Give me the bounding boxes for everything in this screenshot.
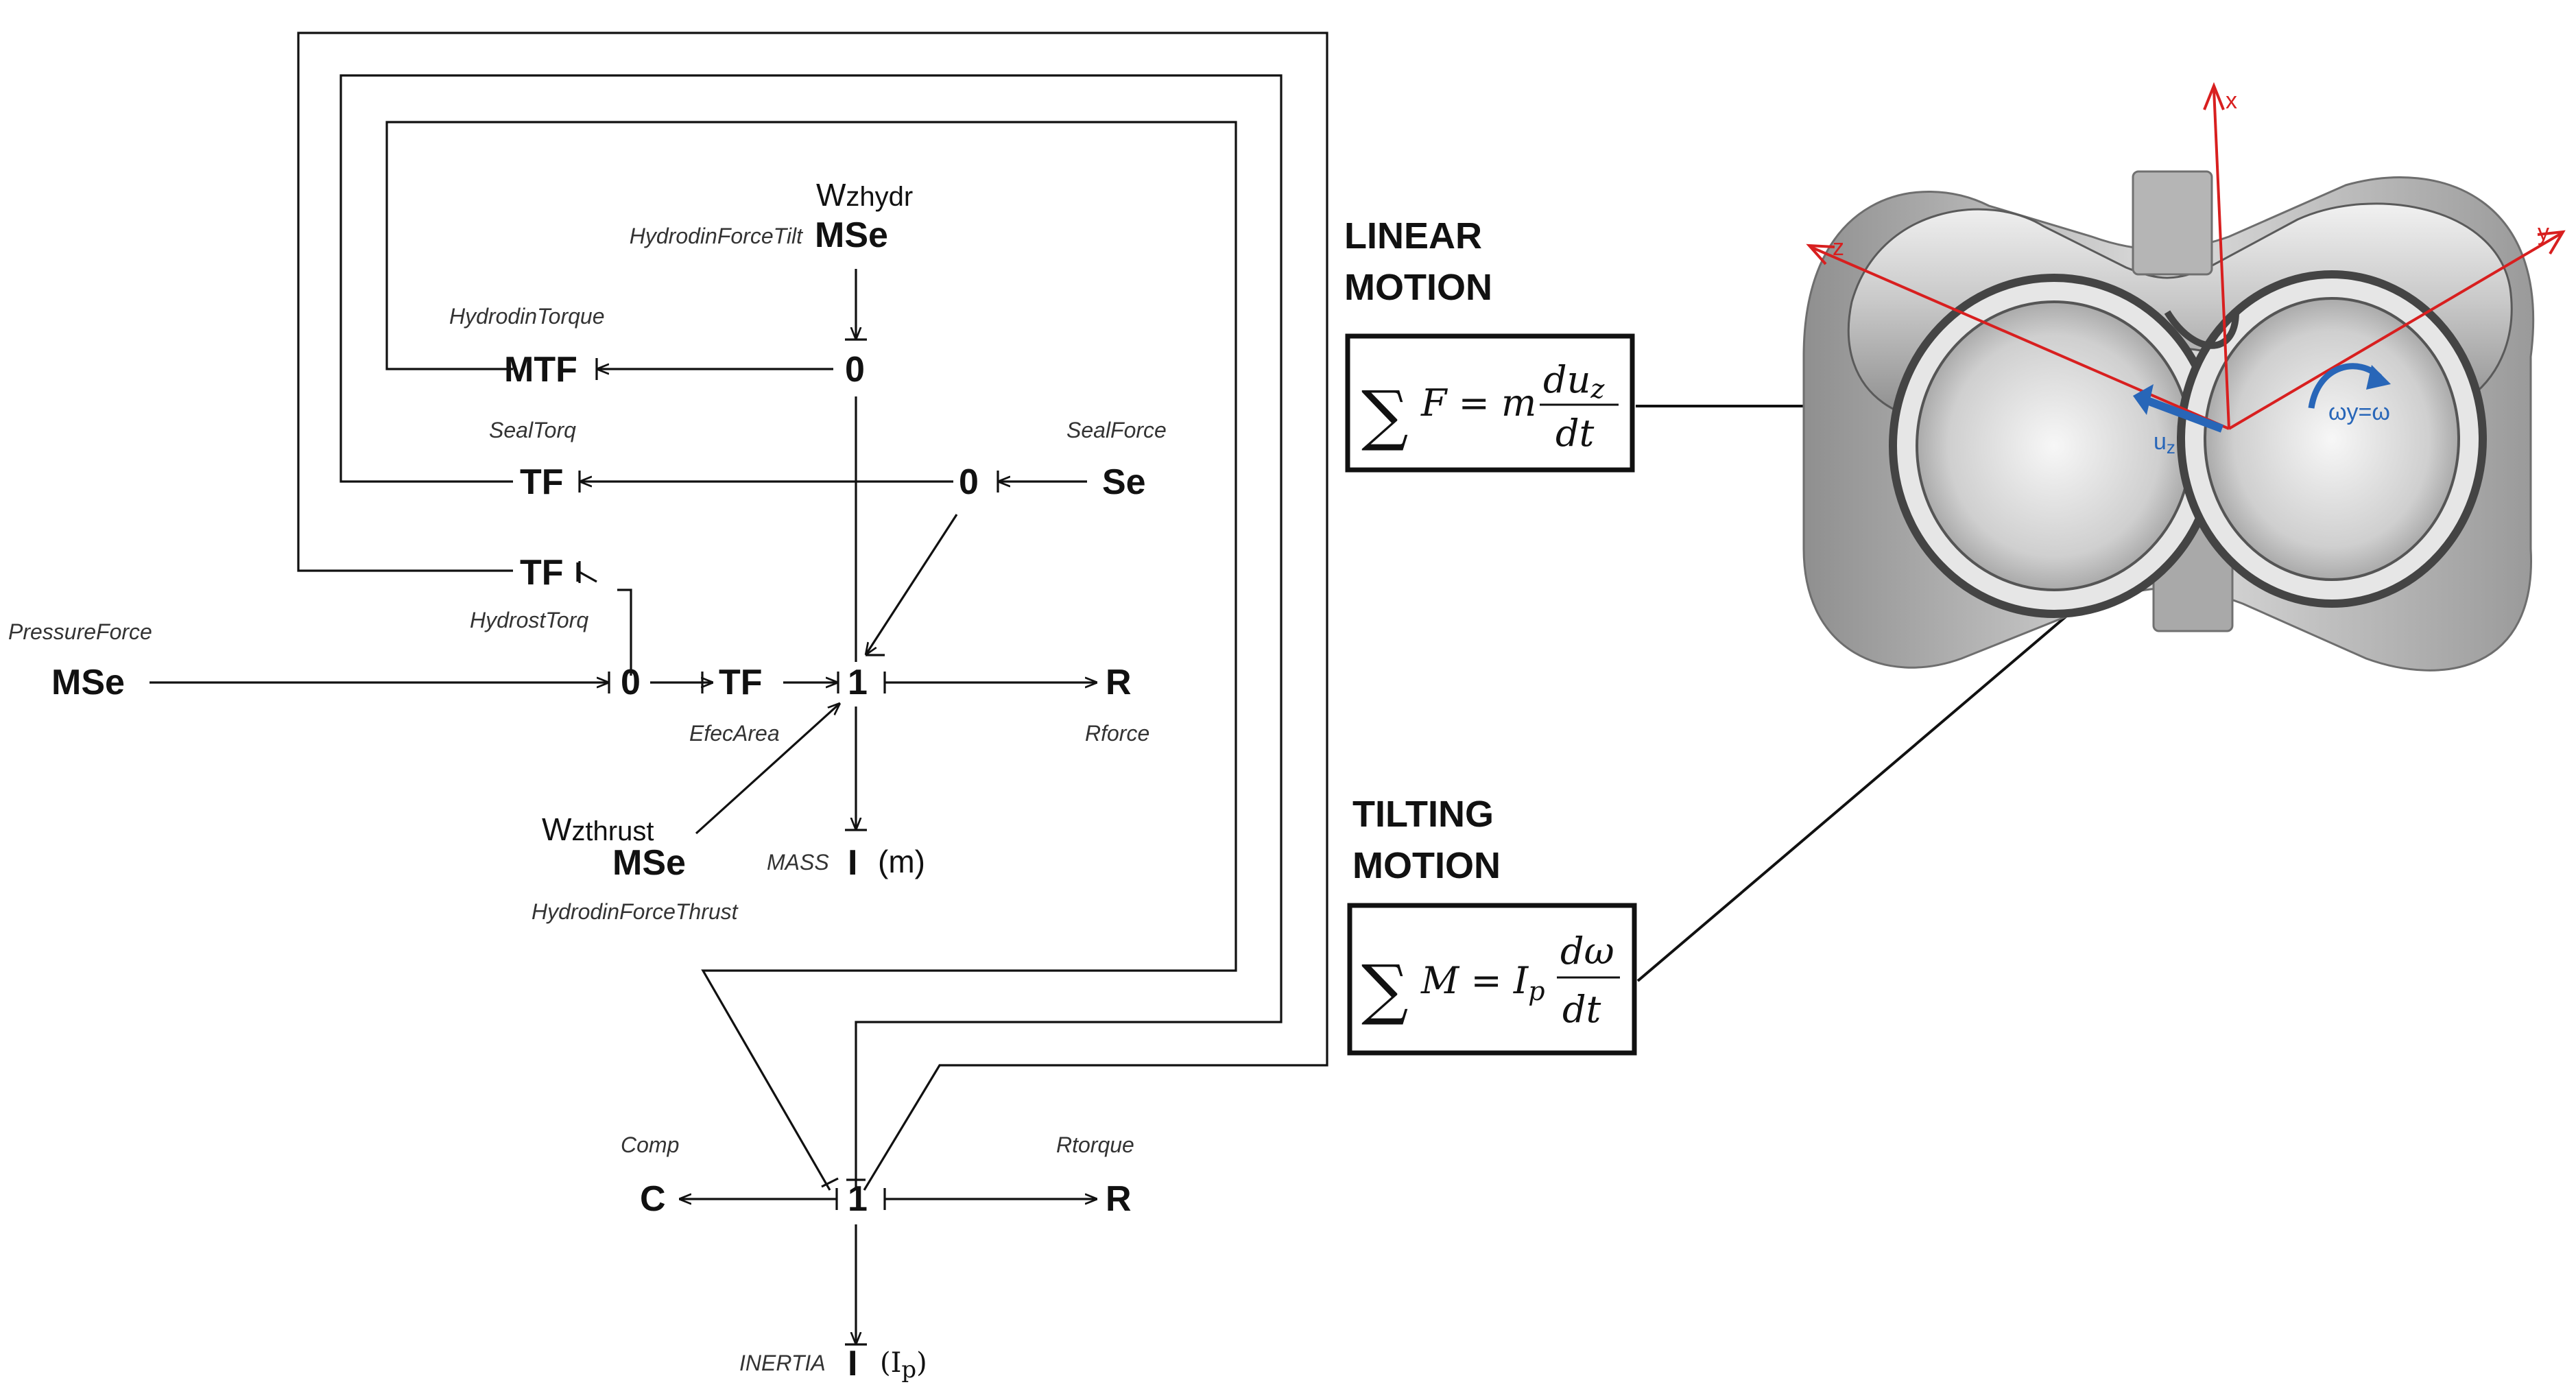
mass-label: MASS [767,850,829,875]
wzthrust-label: Wzthrust [542,811,654,847]
linear-numerator: duz [1543,358,1605,404]
tilting-lhs: M = Ip [1420,959,1545,1006]
inertia-label: INERTIA [739,1351,826,1375]
linear-denominator: dt [1555,412,1595,455]
uz-arrow-head [2133,384,2154,415]
x-axis-label: x [2226,88,2237,114]
rforce-label: Rforce [1085,721,1149,746]
x-axis [2213,88,2230,429]
mtf-element: MTF [504,350,577,390]
tilting-equation-box [1347,903,1637,1056]
tilting-title-2: MOTION [1352,845,1501,886]
one-junction-linear: 1 [848,663,868,702]
tilting-motion-block: TILTING MOTION ∑ M = Ip dω dt [1347,424,2292,1056]
tf-seal: TF [520,462,564,502]
tf-efec: TF [719,663,763,702]
efec-area-label: EfecArea [689,721,780,746]
r-torque-element: R [1106,1179,1132,1219]
hydrost-torq-label: HydrostTorq [470,608,588,632]
r-force-element: R [1106,663,1132,702]
z-axis [1810,246,2230,430]
i-inertia-element: I [848,1344,857,1384]
tilting-denominator: dt [1562,988,1601,1031]
linear-motion-block: LINEAR MOTION ∑ F = m duz dt [1344,215,2140,473]
pressure-force-label: PressureForce [8,619,152,644]
tf-hydrost: TF [520,553,564,593]
bond-graph-elements: Wzhydr HydrodinForceTilt MSe HydrodinTor… [8,177,1167,1384]
mass-param: (m) [878,844,925,879]
outer-loop [297,32,1328,1191]
tilting-title-1: TILTING [1352,794,1494,835]
hydrodin-torque-label: HydrodinTorque [449,304,605,329]
linear-lhs: F = m [1420,381,1536,425]
middle-loop [339,74,1283,1188]
hydrodin-force-thrust-label: HydrodinForceThrust [532,899,739,924]
bond-stroke-o [821,1177,839,1188]
c-element: C [640,1179,666,1219]
central-ridge [2164,310,2239,349]
inertia-param: (Ip) [880,1347,927,1384]
omega-label: ωy=ω [2328,399,2390,425]
y-axis-head [2537,230,2566,255]
linear-sum-symbol: ∑ [1361,377,1409,453]
mse-tilt: MSe [815,215,888,255]
wzhydr-label: Wzhydr [816,177,913,213]
i-mass-element: I [848,843,857,883]
bond-graph-bonds [150,32,1328,1346]
y-axis-label: y [2538,220,2549,246]
bond-tf-hydrost-zero [617,589,632,676]
tilting-sum-symbol: ∑ [1361,951,1409,1028]
inner-loop [385,121,1237,1191]
linear-title-2: MOTION [1344,267,1492,308]
zero-junction-seal: 0 [959,462,979,502]
linear-title-1: LINEAR [1344,215,1482,257]
uz-arrow [2138,394,2224,433]
rtorque-label: Rtorque [1056,1132,1134,1157]
zero-junction-pressure: 0 [621,663,641,702]
mse-pressure: MSe [51,663,125,702]
linear-equation-box [1345,333,1635,473]
se-element: Se [1102,462,1146,502]
z-axis-head [1806,244,1835,265]
bond-mse-thrust-one [695,703,840,835]
zero-junction-top: 0 [845,350,865,390]
left-bore [1916,300,2193,591]
mse-thrust: MSe [612,843,686,883]
right-bore [2204,297,2460,581]
comp-label: Comp [621,1132,679,1157]
bond-stroke-f2 [579,571,597,583]
bond-zero-seal-one [866,514,958,655]
y-axis [2228,232,2563,430]
one-junction-tilt: 1 [848,1179,868,1219]
tilting-numerator: dω [1560,929,1614,973]
seal-torq-label: SealTorq [489,418,576,442]
top-groove [2132,170,2213,276]
uz-label: uz [2154,429,2175,458]
bearing-figure: x z y uz ωy=ω [1802,82,2566,672]
z-axis-label: z [1833,235,1844,261]
x-axis-head [2203,82,2225,110]
omega-arrow-head [2366,365,2391,390]
seal-force-label: SealForce [1066,418,1167,442]
hydrodin-force-tilt-label: HydrodinForceTilt [630,224,803,248]
